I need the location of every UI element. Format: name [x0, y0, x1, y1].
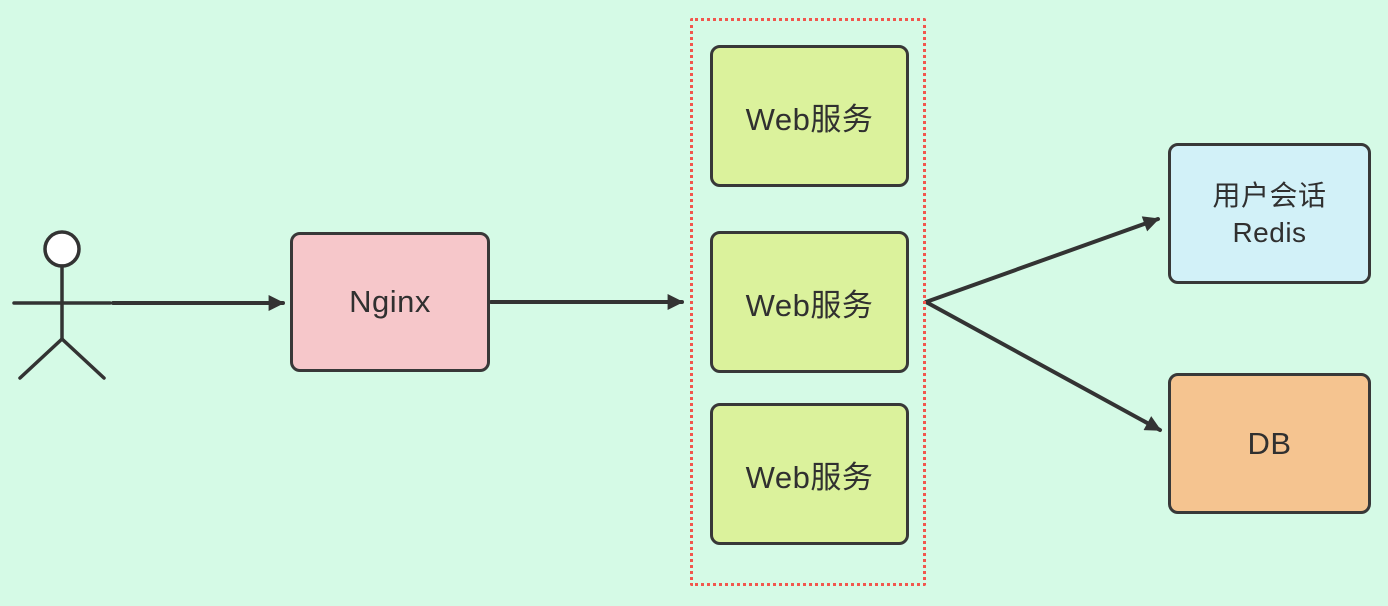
arrow-web-to-redis: [924, 216, 1160, 304]
node-redis-label-line2: Redis: [1232, 216, 1307, 248]
node-web-service-2-label: Web服务: [745, 287, 874, 323]
node-db-label: DB: [1247, 425, 1292, 461]
user-actor-icon: [12, 230, 112, 380]
node-web-service-3: Web服务: [710, 403, 909, 545]
node-web-service-2: Web服务: [710, 231, 909, 373]
node-web-service-1: Web服务: [710, 45, 909, 187]
node-nginx: Nginx: [290, 232, 490, 372]
node-redis: 用户会话 Redis: [1168, 143, 1371, 284]
node-web-service-1-label: Web服务: [745, 101, 874, 137]
node-nginx-label: Nginx: [349, 284, 431, 319]
node-redis-label-line1: 用户会话: [1212, 179, 1327, 211]
web-cluster-container: [690, 18, 926, 586]
arrow-web-to-db: [924, 300, 1162, 432]
node-web-service-3-label: Web服务: [745, 459, 874, 495]
node-db: DB: [1168, 373, 1371, 514]
